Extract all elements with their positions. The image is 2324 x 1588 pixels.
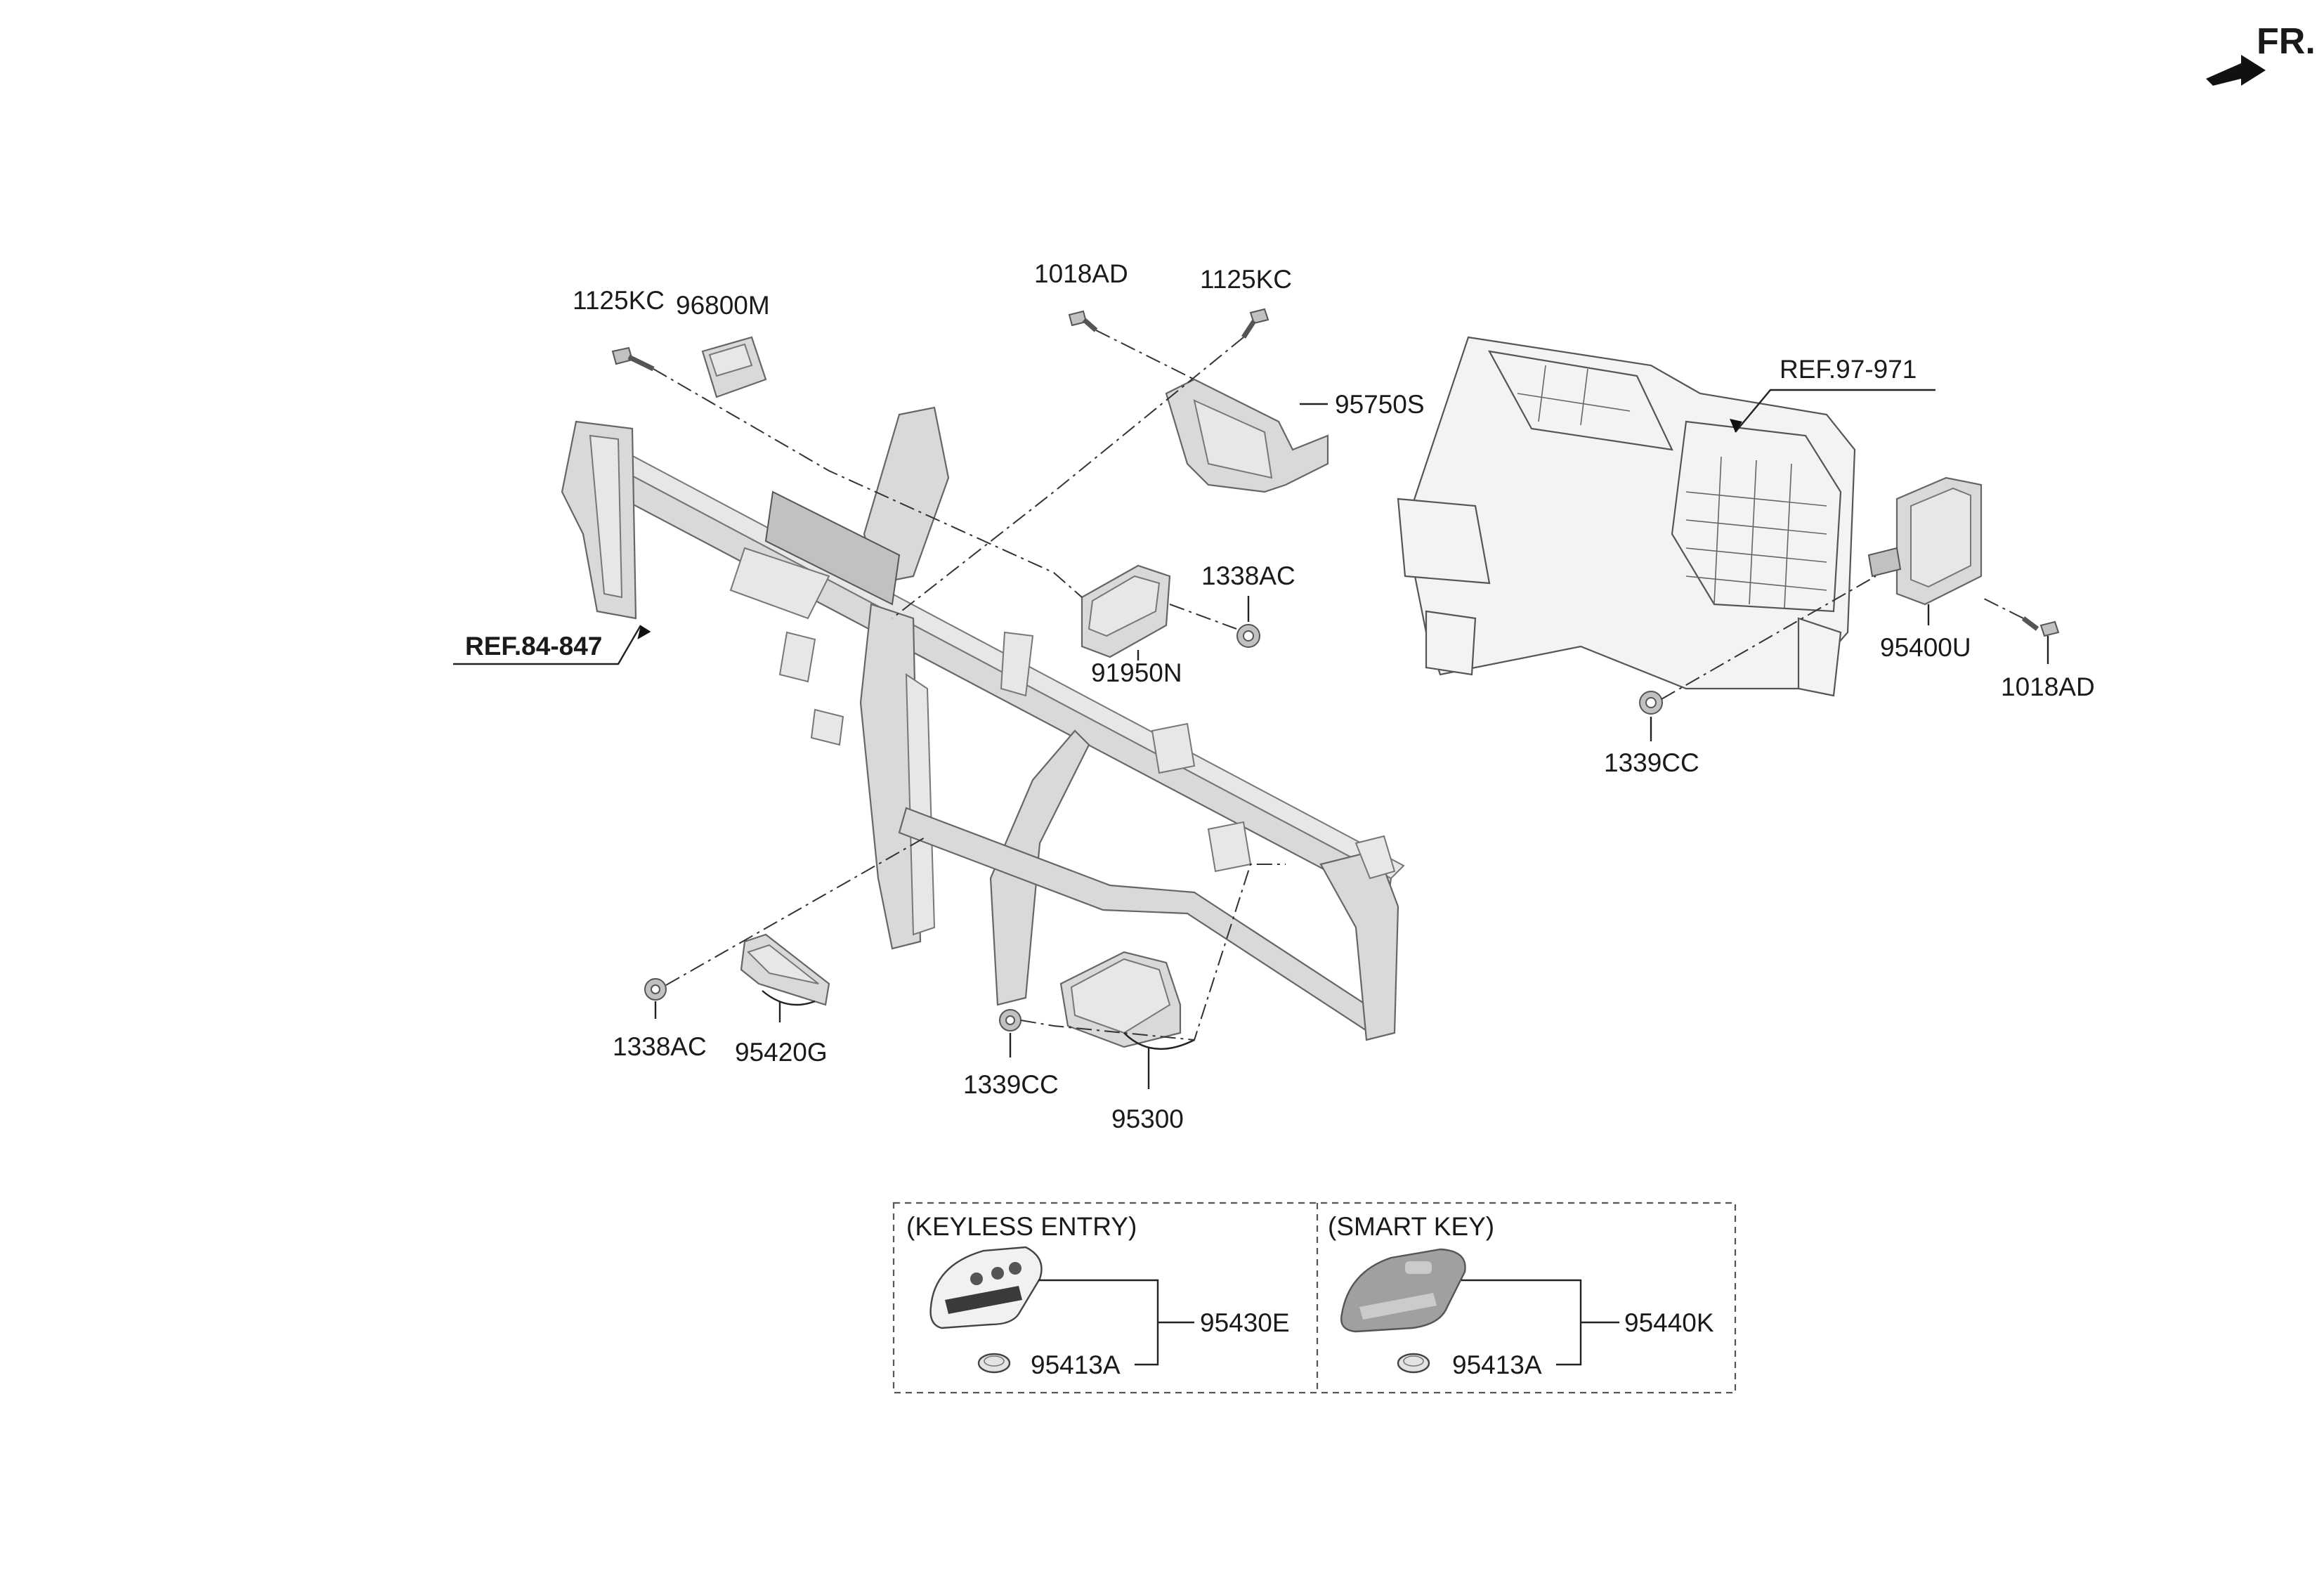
label-95400u: 95400U — [1880, 633, 1971, 662]
bolt-1125kc-top-icon — [1241, 308, 1269, 339]
label-1125kc-left: 1125KC — [573, 286, 665, 315]
label-96800m: 96800M — [676, 291, 770, 320]
label-1018ad-right: 1018AD — [2001, 672, 2095, 701]
smart-key-unit-95300-icon — [1059, 951, 1195, 1050]
label-91950n: 91950N — [1091, 658, 1182, 687]
label-1018ad-top: 1018AD — [1034, 259, 1128, 288]
nut-1338ac-low-icon — [644, 978, 667, 1001]
label-95750s: 95750S — [1335, 390, 1425, 419]
label-95300: 95300 — [1111, 1105, 1184, 1133]
key-panels: (KEYLESS ENTRY) 95430E 95413A (SMART KEY… — [892, 1202, 1737, 1394]
antenna-95420g-icon — [740, 933, 830, 1006]
label-ref-97-971: REF.97-971 — [1780, 355, 1917, 384]
front-direction-label: FR. — [2257, 21, 2316, 62]
key-panels-frame — [892, 1202, 1737, 1394]
label-1338ac-low: 1338AC — [613, 1032, 707, 1061]
keyless-battery-icon — [977, 1353, 1011, 1374]
label-95413a-smart: 95413A — [1452, 1351, 1542, 1379]
label-1339cc-right: 1339CC — [1604, 748, 1699, 777]
smart-key-fob-icon — [1340, 1248, 1466, 1333]
module-96800m-icon — [701, 336, 767, 398]
bolt-1018ad-right-icon — [2021, 616, 2060, 637]
junction-box-91950n-icon — [1081, 564, 1171, 658]
bolt-1125kc-left-icon — [611, 346, 655, 372]
nut-1339cc-right-icon — [1639, 691, 1663, 715]
hvac-module-icon — [1397, 336, 1856, 697]
bolt-1018ad-top-icon — [1068, 310, 1098, 332]
smart-key-title: (SMART KEY) — [1328, 1212, 1494, 1241]
label-1338ac-mid: 1338AC — [1201, 561, 1295, 590]
unit-95750s-icon — [1165, 378, 1329, 493]
keyless-fob-icon — [929, 1246, 1043, 1329]
label-95430e: 95430E — [1200, 1308, 1290, 1337]
label-ref-84-847: REF.84-847 — [465, 632, 602, 660]
smart-key-battery-icon — [1397, 1353, 1430, 1374]
label-1339cc-low: 1339CC — [963, 1070, 1059, 1099]
module-95400u-icon — [1867, 476, 1983, 606]
label-95440k: 95440K — [1624, 1308, 1714, 1337]
nut-1338ac-mid-icon — [1236, 624, 1260, 648]
label-95420g: 95420G — [735, 1038, 828, 1067]
cowl-cross-bar-icon — [561, 406, 1405, 1041]
label-95413a-keyless: 95413A — [1031, 1351, 1121, 1379]
front-direction-arrow-icon — [2206, 55, 2266, 86]
keyless-entry-title: (KEYLESS ENTRY) — [906, 1212, 1137, 1241]
label-1125kc-top: 1125KC — [1200, 265, 1292, 294]
nut-1339cc-low-icon — [999, 1009, 1021, 1031]
